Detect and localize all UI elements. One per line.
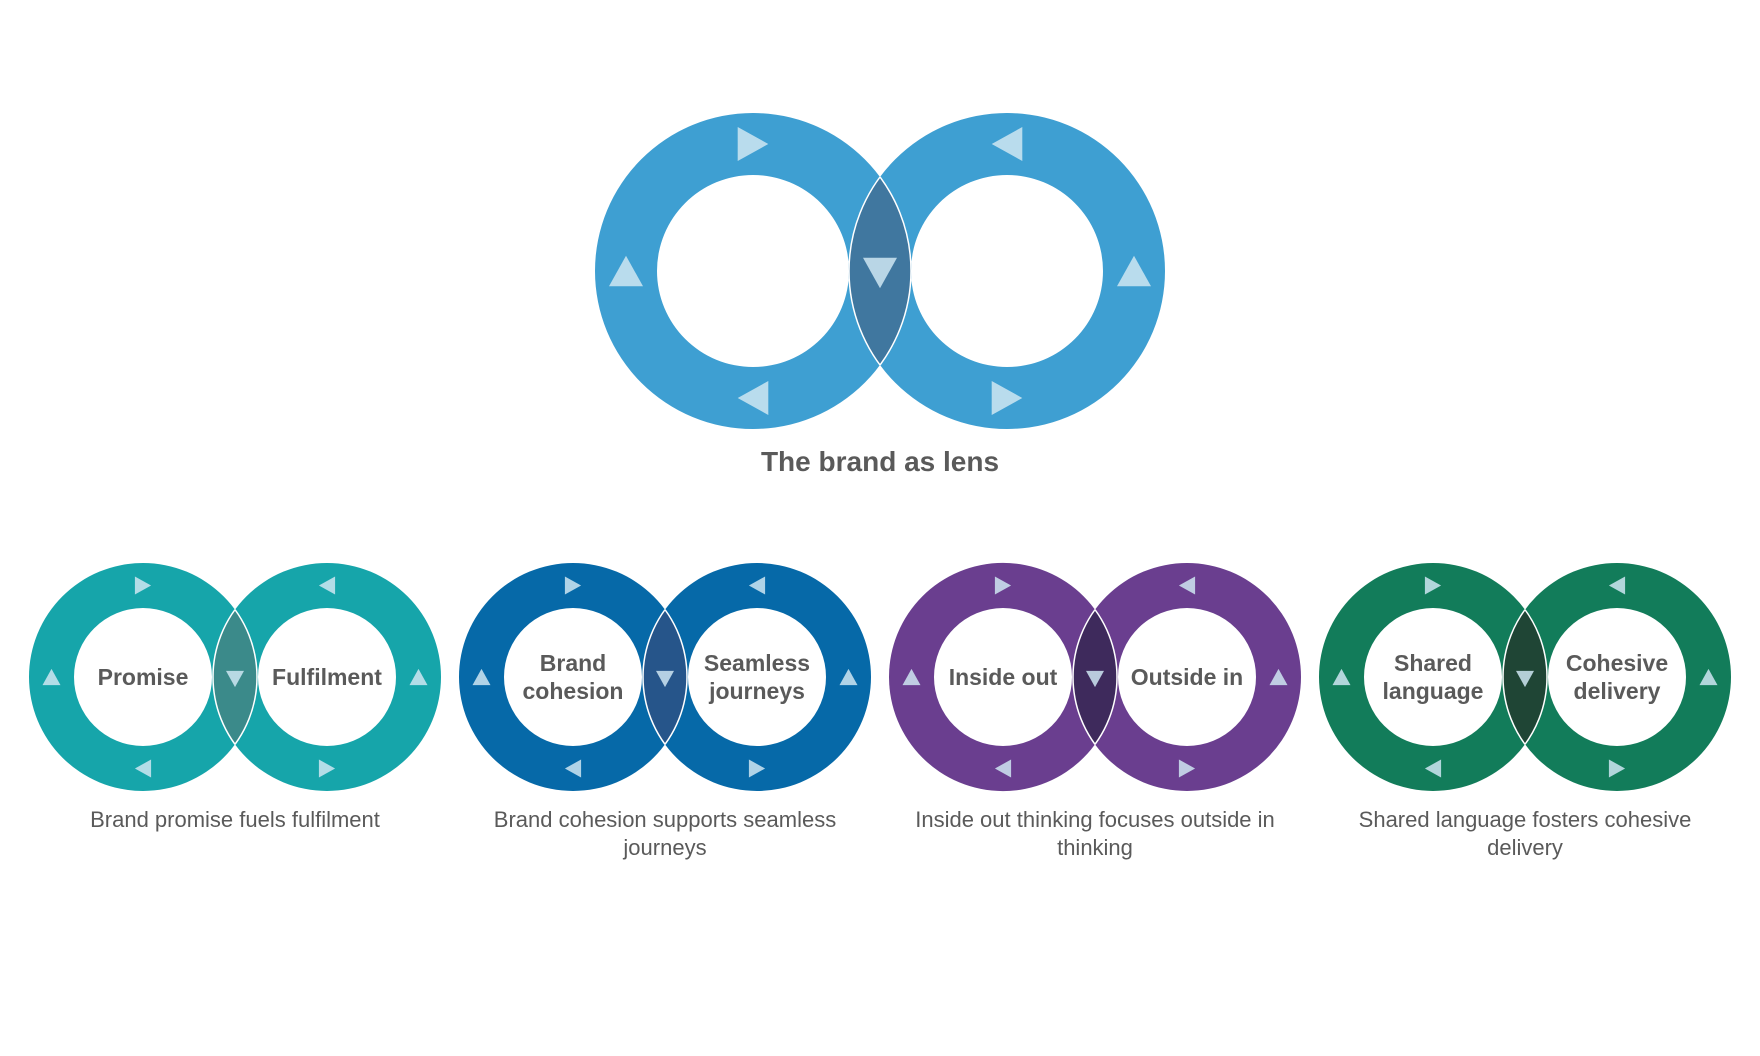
ring-label-right: Fulfilment	[272, 664, 382, 690]
arrow-left-icon	[737, 381, 769, 415]
arrow-right-icon	[134, 576, 152, 595]
ring-label-left: language	[1383, 678, 1484, 704]
overlap-edge	[1073, 563, 1118, 791]
ring-label-left: cohesion	[523, 678, 624, 704]
arrow-up-icon	[1117, 255, 1151, 287]
overlap-edge	[1072, 562, 1118, 792]
left-ring	[459, 563, 687, 791]
ring-label-right: Cohesive	[1566, 650, 1668, 676]
arrow-right-icon	[1424, 576, 1442, 595]
arrow-left-icon	[991, 127, 1023, 161]
arrow-up-icon	[902, 668, 921, 686]
right-ring	[213, 563, 441, 791]
ring-label-left: Shared	[1394, 650, 1472, 676]
pair-inside-out-outside-in: Inside out Outside in	[888, 562, 1301, 792]
arrow-up-icon	[472, 668, 491, 686]
arrow-left-icon	[134, 759, 152, 778]
ring-label-right: Outside in	[1131, 664, 1243, 690]
arrow-up-icon	[1699, 668, 1718, 686]
arrow-right-icon	[1608, 759, 1626, 778]
arrow-left-icon	[994, 759, 1012, 778]
main-lens-rings	[595, 113, 1165, 429]
arrow-down-icon	[1516, 670, 1534, 688]
arrow-right-icon	[564, 576, 582, 595]
overlap-edge	[212, 563, 257, 791]
arrow-down-icon	[863, 257, 897, 289]
left-ring	[595, 113, 911, 429]
arrow-left-icon	[748, 576, 766, 595]
overlap-edge	[1503, 563, 1548, 791]
left-ring	[29, 563, 257, 791]
arrow-up-icon	[1332, 668, 1351, 686]
arrow-right-icon	[318, 759, 336, 778]
arrow-up-icon	[609, 255, 643, 287]
arrow-right-icon	[748, 759, 766, 778]
arrow-up-icon	[42, 668, 61, 686]
caption-pair-1: Brand promise fuels fulfilment	[90, 807, 380, 832]
right-ring	[643, 563, 871, 791]
overlap-edge	[1502, 563, 1547, 791]
overlap-edge	[642, 563, 687, 791]
arrow-up-icon	[409, 668, 428, 686]
pair-promise-fulfilment: Promise Fulfilment	[29, 563, 441, 791]
arrow-left-icon	[1424, 759, 1442, 778]
arrow-right-icon	[1178, 759, 1196, 778]
arrow-right-icon	[737, 127, 769, 161]
arrow-right-icon	[991, 381, 1023, 415]
arrow-left-icon	[1608, 576, 1626, 595]
arrow-left-icon	[1178, 576, 1196, 595]
overlap-edge	[849, 113, 912, 429]
overlap-edge	[848, 113, 911, 429]
caption-pair-3: Inside out thinking focuses outside in t…	[915, 807, 1275, 860]
arrow-up-icon	[1269, 668, 1288, 686]
overlap-edge	[643, 563, 688, 791]
overlap-edge	[213, 563, 258, 791]
caption-pair-2: Brand cohesion supports seamless journey…	[493, 807, 837, 860]
ring-label-left: Brand	[540, 650, 606, 676]
main-title: The brand as lens	[760, 446, 1000, 477]
ring-label-left: Promise	[98, 664, 189, 690]
arrow-left-icon	[318, 576, 336, 595]
arrow-up-icon	[839, 668, 858, 686]
caption-pair-4: Shared language fosters cohesive deliver…	[1358, 807, 1692, 860]
left-ring	[1319, 563, 1547, 791]
left-ring	[888, 562, 1118, 792]
right-ring	[849, 113, 1165, 429]
right-ring	[1503, 563, 1731, 791]
arrow-down-icon	[1086, 670, 1104, 688]
arrow-down-icon	[226, 670, 244, 688]
ring-label-right: Seamless	[704, 650, 810, 676]
ring-label-left: Inside out	[949, 664, 1058, 690]
ring-label-right: delivery	[1574, 678, 1661, 704]
arrow-down-icon	[656, 670, 674, 688]
arrow-left-icon	[564, 759, 582, 778]
arrow-right-icon	[994, 576, 1012, 595]
ring-label-right: journeys	[708, 678, 805, 704]
right-ring	[1073, 563, 1301, 791]
